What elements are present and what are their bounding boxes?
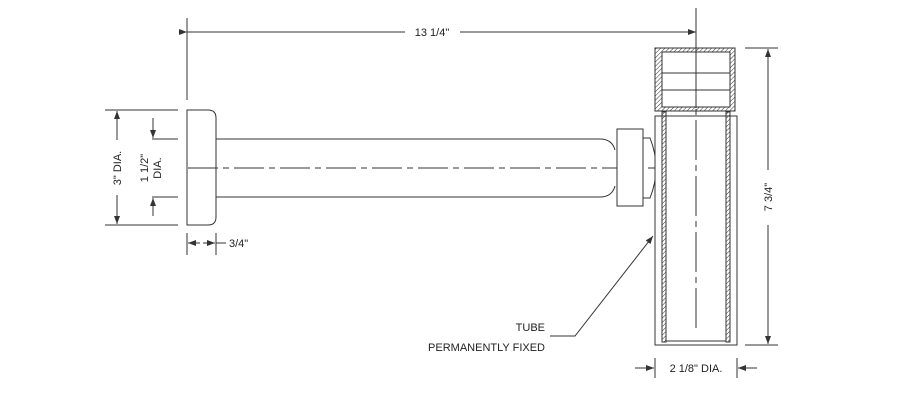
slip-nut	[616, 128, 644, 207]
dim-overall-height: 7 3/4"	[763, 183, 775, 211]
callout-line2: PERMANENTLY FIXED	[428, 342, 545, 354]
dim-tube-diameter: 2 1/8" DIA.	[670, 363, 723, 375]
dim-overall-length: 13 1/4"	[415, 27, 450, 39]
tube-wall-left	[661, 111, 667, 343]
tube-wall-right	[725, 111, 731, 343]
dim-pipe-diameter: 1 1/2"	[139, 154, 151, 182]
dim-flange-depth: 3/4"	[229, 238, 248, 250]
dim-pipe-diameter-suffix: DIA.	[152, 157, 164, 178]
callout-leader	[550, 235, 654, 337]
horizontal-pipe	[216, 138, 616, 198]
callout-line1: TUBE	[516, 322, 545, 334]
dim-flange-diameter: 3" DIA.	[112, 151, 124, 185]
